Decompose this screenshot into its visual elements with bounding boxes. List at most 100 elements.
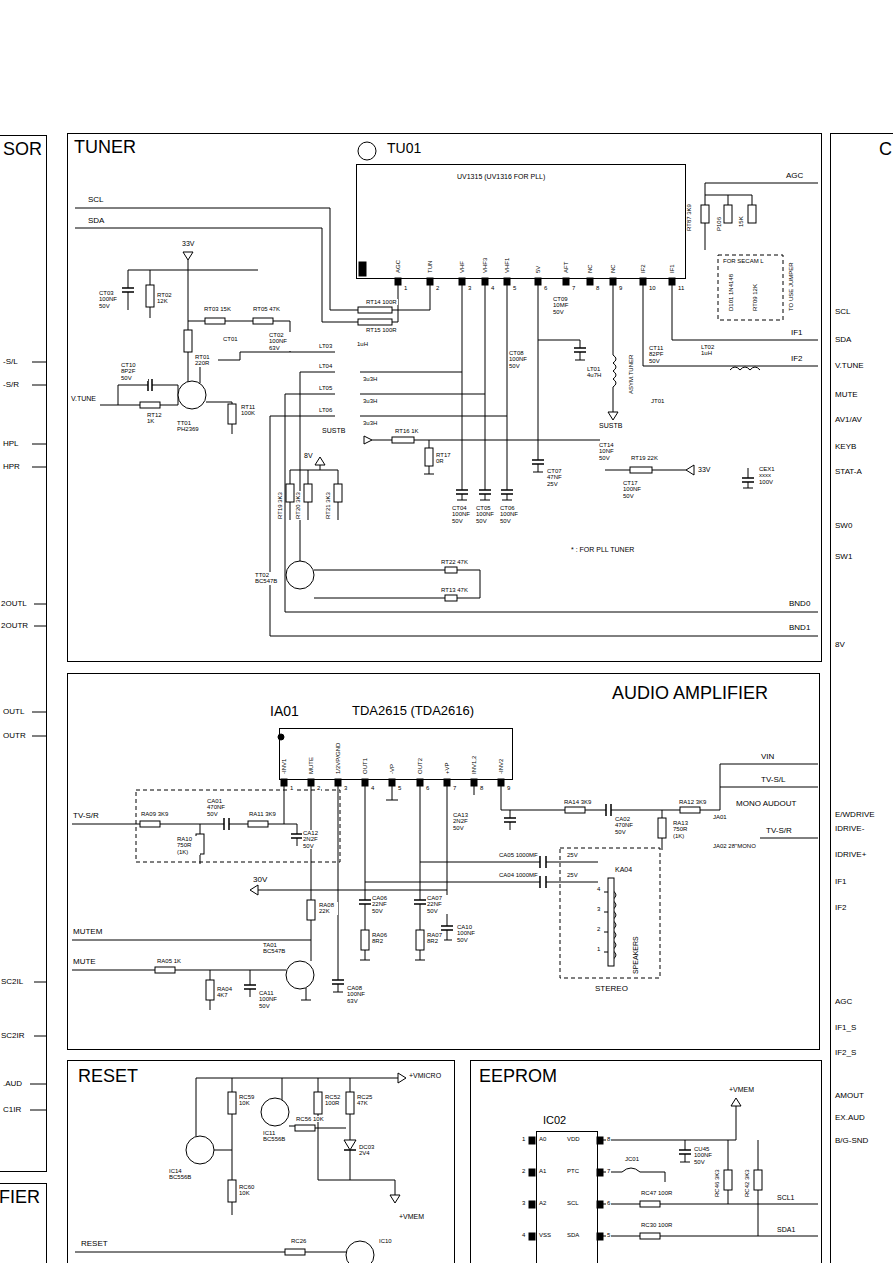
part-label: RT14 100R	[365, 299, 398, 305]
part-label: D101 1N4148	[728, 273, 734, 312]
section-title: TUNER	[74, 138, 136, 158]
component-symbol	[640, 1233, 660, 1239]
part-label: RT09 12K	[752, 283, 758, 312]
component-symbol	[358, 307, 392, 313]
part-label: STEREO	[594, 985, 629, 993]
part-label: IC11 BC556B	[262, 1130, 290, 1143]
filled-symbol	[417, 779, 423, 786]
part-label: RT19 22K	[630, 455, 659, 461]
part-label: CA10 100NF 50V	[456, 924, 480, 943]
component-symbol	[748, 205, 756, 223]
pin-label: 2	[521, 1168, 526, 1174]
filled-symbol	[395, 278, 401, 285]
part-label: TV-S/R	[72, 812, 100, 820]
part-label: LT05	[318, 385, 333, 391]
component-symbol	[425, 448, 433, 466]
pin-label: 5	[397, 785, 402, 791]
filled-symbol	[529, 1201, 535, 1208]
component-symbol	[184, 330, 192, 352]
component-symbol	[680, 807, 700, 813]
part-label: +VMEM	[398, 1213, 425, 1220]
signal-name: IF2	[834, 904, 848, 912]
part-label: CA07 22NF 50V	[426, 895, 448, 914]
wire	[290, 465, 338, 520]
wire	[30, 362, 46, 1110]
pin-label: 7	[606, 1168, 611, 1174]
signal-name: .AUD	[2, 1080, 23, 1088]
supply-arrow	[315, 457, 325, 465]
part-label: RA06 8R2	[371, 932, 389, 945]
part-label: IC14 BC556B	[168, 1168, 196, 1181]
component-symbol	[286, 961, 314, 989]
supply-arrow	[183, 252, 193, 260]
part-label: MUTE	[72, 958, 97, 966]
part-label: RC47 100R	[640, 1190, 673, 1196]
pin-label: VHF1	[504, 257, 510, 274]
capacitor-plate	[456, 490, 513, 494]
pin-label: 1	[521, 1136, 526, 1142]
dashed-outline	[136, 255, 783, 978]
signal-name: 2OUTR	[0, 622, 29, 630]
wire	[603, 1106, 818, 1236]
signal-name: HPL	[2, 440, 20, 448]
pin-label: NC	[587, 263, 593, 274]
filled-symbol	[335, 779, 341, 786]
signal-name: STAT-A	[834, 468, 863, 476]
pin-label: AGC	[395, 259, 401, 274]
pin-label: IF1	[669, 263, 675, 274]
part-label: RESET	[80, 1240, 109, 1248]
part-label: TT02 BC547B	[254, 572, 284, 585]
component-symbol	[724, 1170, 732, 1190]
part-label: RA09 3K9	[140, 811, 169, 817]
signal-name: OUTL	[2, 708, 25, 716]
part-label: RT16 1K	[394, 428, 420, 434]
part-label: CT07 47NF 25V	[546, 468, 570, 487]
wire	[533, 284, 585, 472]
pin-label: 1/2VP/GND	[335, 742, 341, 775]
capacitor-plate	[224, 804, 611, 838]
part-label: P106	[716, 216, 722, 232]
part-label: CEX1 xxxx 100V	[758, 466, 782, 485]
part-label: CT17 100NF 50V	[622, 480, 648, 499]
supply-arrow	[390, 1195, 400, 1203]
pin-label: SCL	[566, 1200, 580, 1206]
part-label: RA13 750R (1K)	[672, 820, 698, 839]
section-title: SOR	[3, 140, 42, 160]
pin-label: A0	[538, 1136, 547, 1142]
part-label: CT10 8P2F 50V	[120, 362, 148, 381]
part-label: RT02 12K	[156, 292, 180, 305]
part-label: RA05 1K	[156, 958, 182, 964]
wire	[730, 367, 760, 370]
part-label: CT14 10NF 50V	[598, 442, 624, 461]
component-symbol	[155, 967, 175, 973]
signal-name: AV1/AV	[834, 416, 863, 424]
part-label: 33V	[697, 466, 711, 473]
part-label: 15K	[738, 215, 744, 228]
signal-name: HPR	[2, 463, 21, 471]
wire	[643, 183, 818, 366]
filled-symbol	[459, 278, 465, 285]
pin-label: 5	[606, 1232, 611, 1238]
part-label: CT03 100NF 50V	[98, 290, 122, 309]
part-label: RT05 47K	[252, 306, 281, 312]
component-symbol	[253, 318, 273, 324]
pin-label: MUTE	[308, 756, 314, 775]
component-symbol	[304, 484, 312, 502]
part-label: RT03 15K	[203, 306, 232, 312]
section-panel: SOR	[0, 135, 47, 1172]
component-symbol	[206, 980, 214, 1000]
part-label: 8V	[303, 452, 314, 459]
pin-label: VSS	[538, 1232, 552, 1238]
part-label: CT08 100NF 50V	[508, 350, 534, 369]
filled-symbol	[281, 779, 287, 786]
section-panel: TUNERTU01UV1315 (UV1316 FOR PLL)	[67, 133, 822, 662]
part-label: CT04 100NF 50V	[451, 505, 475, 524]
component-symbol	[346, 1241, 374, 1263]
part-title: TU01	[387, 141, 421, 156]
wire	[365, 862, 598, 882]
supply-arrow	[608, 412, 618, 420]
wire	[128, 260, 290, 383]
supply-arrow	[686, 465, 694, 475]
part-label: 4	[596, 886, 601, 892]
